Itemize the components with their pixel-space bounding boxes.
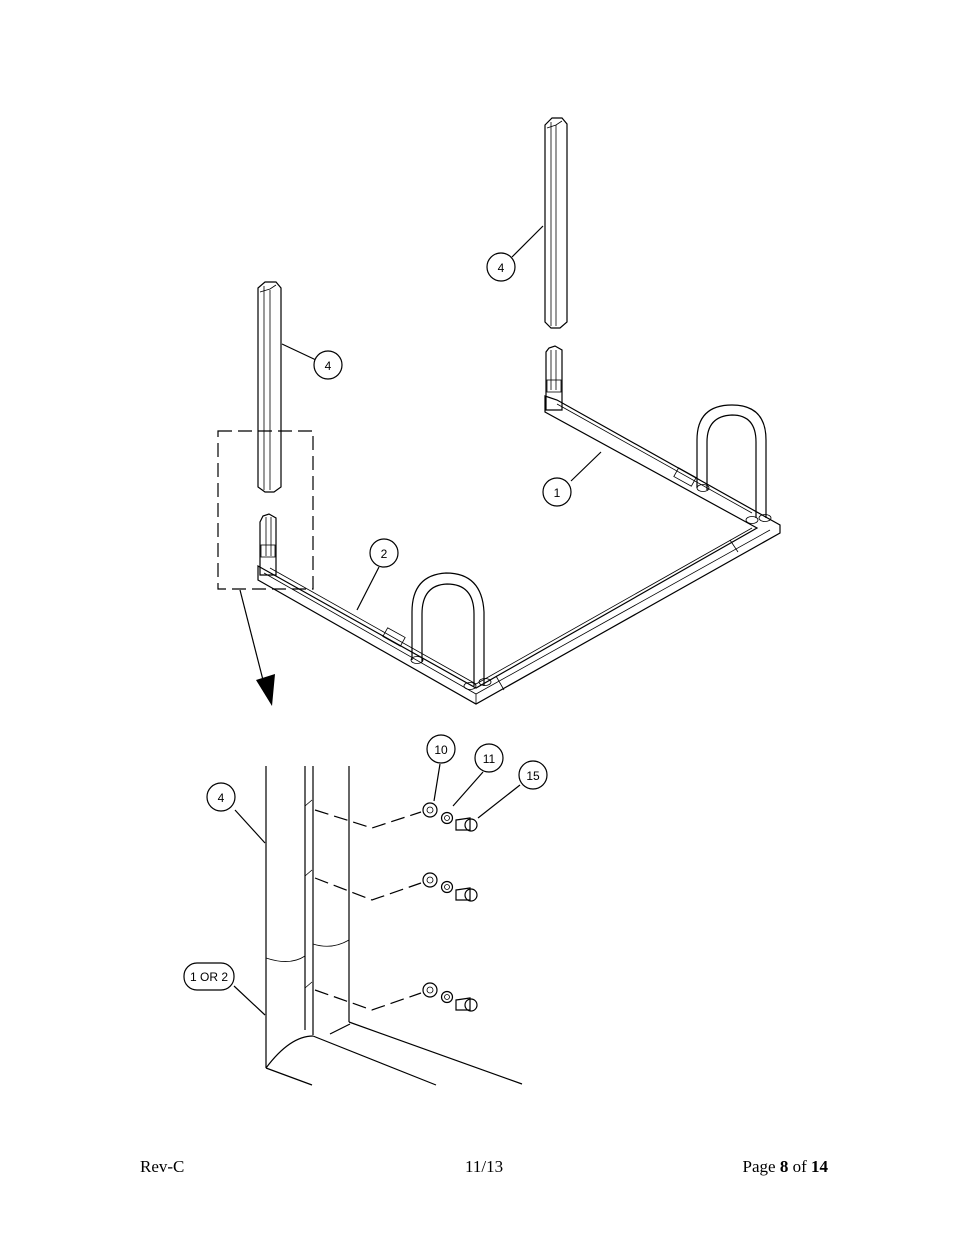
detail-indicator	[218, 431, 313, 706]
page-prefix: Page	[743, 1157, 776, 1176]
hardware-set-3	[423, 983, 477, 1011]
svg-text:1: 1	[554, 486, 561, 500]
base-frame	[258, 346, 780, 704]
callout-lock-washer: 11	[475, 744, 503, 772]
callout-detail-rail: 1 OR 2	[184, 963, 234, 990]
page-total: 14	[811, 1157, 828, 1176]
detail-arrowhead	[256, 674, 275, 706]
footer-revision: Rev-C	[140, 1157, 184, 1177]
hardware-set-2	[423, 873, 477, 901]
page-of: of	[793, 1157, 807, 1176]
front-handle	[411, 573, 491, 690]
svg-text:4: 4	[218, 791, 225, 805]
callout-left-side-rail: 2	[370, 539, 398, 567]
upper-left-post	[258, 282, 281, 492]
upper-right-post	[545, 118, 567, 328]
svg-text:4: 4	[325, 359, 332, 373]
callout-upper-left-post: 4	[314, 351, 342, 379]
page-current: 8	[780, 1157, 789, 1176]
leader-lines	[234, 226, 601, 1015]
callout-right-side-rail: 1	[543, 478, 571, 506]
svg-text:1 OR 2: 1 OR 2	[190, 970, 228, 984]
svg-text:15: 15	[526, 769, 540, 783]
rear-handle	[697, 405, 771, 524]
footer-date: 11/13	[465, 1157, 503, 1177]
callout-detail-post: 4	[207, 783, 235, 811]
hardware-set-1	[423, 803, 477, 831]
callout-upper-right-post: 4	[487, 253, 515, 281]
svg-text:10: 10	[434, 743, 448, 757]
footer-page-number: Page 8 of 14	[743, 1157, 828, 1177]
callout-bolt: 15	[519, 761, 547, 789]
svg-text:2: 2	[381, 547, 388, 561]
svg-text:4: 4	[498, 261, 505, 275]
svg-text:11: 11	[483, 752, 496, 766]
callout-flat-washer: 10	[427, 735, 455, 763]
